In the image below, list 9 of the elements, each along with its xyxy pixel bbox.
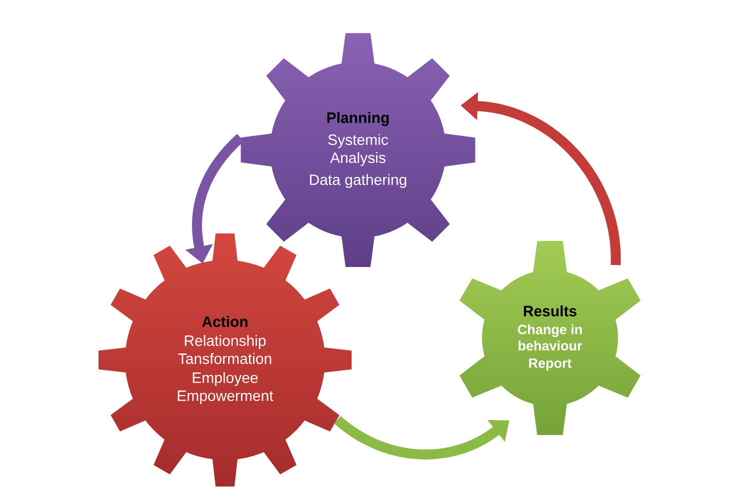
gear-heading: Planning [327, 112, 389, 126]
gear-text: Relationship Tansformation [178, 335, 272, 364]
gear-text: Data gathering [310, 174, 406, 188]
gear-heading: Action [202, 316, 248, 327]
gear-text: Employee Empowerment [178, 372, 274, 404]
gear-text: Change in behaviour [518, 324, 582, 350]
gear-text: Report [529, 358, 572, 371]
gear-text: Systemic Analysis [328, 134, 388, 166]
gear-heading: Results [524, 305, 576, 316]
